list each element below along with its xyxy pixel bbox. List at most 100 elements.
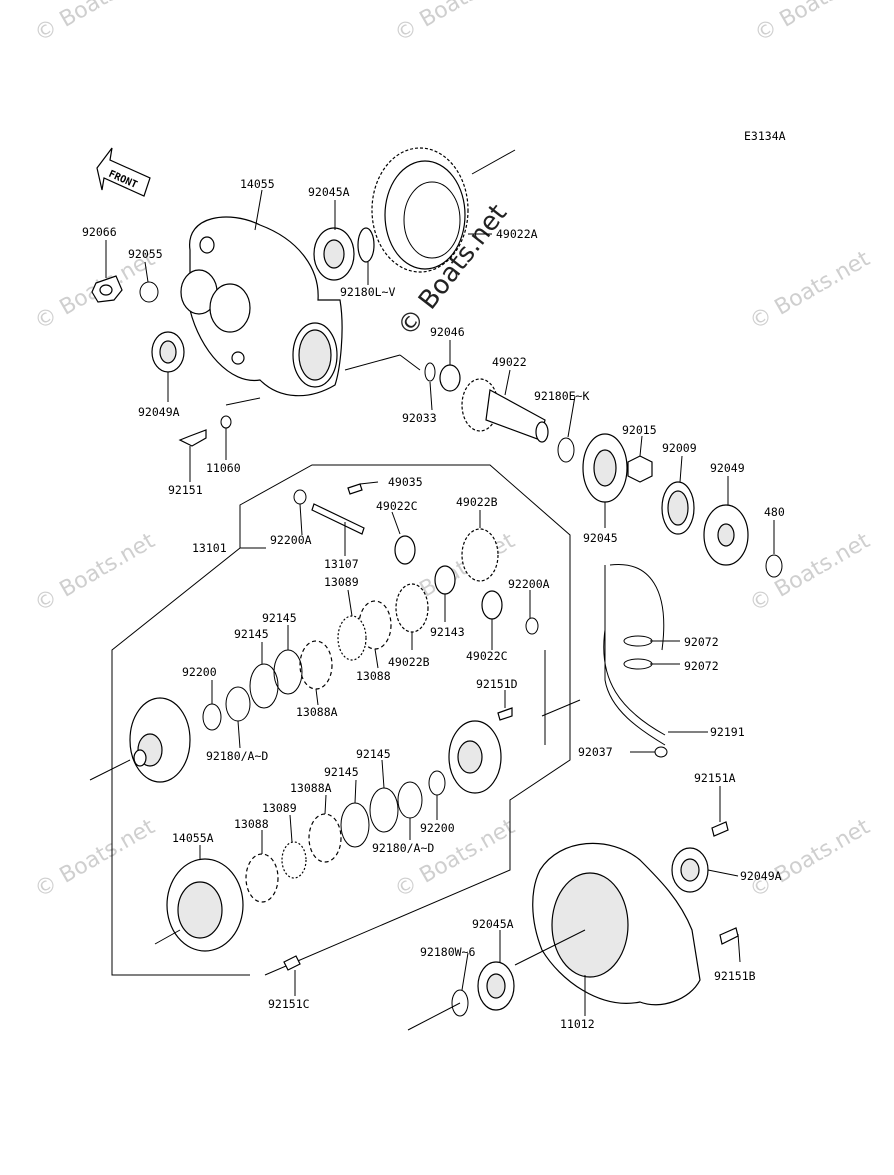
diff-case-right [448,720,502,794]
washer-92145-b [249,663,279,709]
callout-label: 92145 [324,765,359,779]
callout-label: 92200 [182,665,217,679]
watermark: © Boats.net [31,528,160,617]
washer-11060 [220,415,232,429]
callout-label: 92180L~V [340,285,395,299]
housing-14055 [180,216,343,397]
washer-92200 [202,703,222,731]
pinion-gear-49022C [394,535,416,565]
callout-label: 13088 [356,669,391,683]
shaft-13107 [311,503,365,535]
oring-92055 [139,281,159,303]
bolt-92151D [497,707,513,721]
pinion-49022 [461,378,549,443]
watermark: © Boats.net [751,0,880,47]
leader-lines [89,149,775,1031]
callout-label: 92180/A~D [206,749,268,763]
callout-label: 49022B [456,495,498,509]
callout-label: 92045A [308,185,350,199]
callout-label: 92200 [420,821,455,835]
side-gear-49022B-lower [395,583,429,633]
seal-92049A-lower [671,847,709,893]
callout-label: 11060 [206,461,241,475]
watermark: © Boats.net [746,246,875,335]
callout-label: 92072 [684,659,719,673]
pinion-gear-49022C-lower [481,590,503,620]
callout-label: 92151C [268,997,310,1011]
callout-label: 92200A [508,577,550,591]
callout-label: 92145 [234,627,269,641]
watermark: © Boats.net [31,814,160,903]
callout-label: 92151D [476,677,518,691]
shim-92180W-6 [451,989,469,1017]
pin-49035 [347,483,363,495]
callout-label: 92009 [662,441,697,455]
diff-case-left [129,697,191,783]
carrier-housing-11012 [532,842,701,1006]
callout-label: 49022B [388,655,430,669]
spacer-92143 [434,565,456,595]
washer-92200A-right [525,617,539,635]
bolt-92151A [711,821,729,837]
callout-label: 92033 [402,411,437,425]
bearing-92009 [661,481,695,535]
callout-labels: 14055 92045A 49022A 92066 92055 92180L~V… [82,177,785,1031]
front-arrow-icon: FRONT [96,147,151,197]
callout-label: 14055 [240,177,275,191]
callout-label: 92045A [472,917,514,931]
callout-label: 92037 [578,745,613,759]
callout-label: 92049 [710,461,745,475]
shim-92180-A-D [225,686,251,722]
callout-label: 49022 [492,355,527,369]
friction-13088A [299,640,333,690]
clamp-92072-b [623,658,653,670]
callout-label: 92180E~K [534,389,589,403]
friction-13088-lower [245,853,279,903]
callout-label: 92200A [270,533,312,547]
shim-92180-lower [397,781,423,819]
callout-label: 92045 [583,531,618,545]
washer-92200-lower [428,770,446,796]
callout-label: 92151A [694,771,736,785]
bolt-92151C [283,955,301,971]
callout-label: 92143 [430,625,465,639]
callout-label: 92180W~6 [420,945,475,959]
plate-13089-lower [281,841,307,879]
callout-label: 92066 [82,225,117,239]
watermark: © Boats.net [746,528,875,617]
callout-label: 92072 [684,635,719,649]
callout-label: 92049A [138,405,180,419]
callout-label: 92046 [430,325,465,339]
ring-gear-49022A [371,147,469,273]
callout-label: 92151B [714,969,756,983]
watermark: © Boats.net [746,814,875,903]
bearing-92045 [582,433,628,503]
callout-label: 92015 [622,423,657,437]
diagram-code: E3134A [744,129,786,143]
watermark: © Boats.net [31,0,160,47]
callout-label: 13089 [262,801,297,815]
seal-92049 [703,504,749,566]
seal-92049A [151,331,185,373]
vent-hose-92191 [604,565,666,746]
group-frames [111,464,571,976]
callout-label: 13088A [296,705,338,719]
washer-92145-lower-b [340,802,370,848]
callout-label: 92180/A~D [372,841,434,855]
callout-label: 13088A [290,781,332,795]
callout-label: 49022A [496,227,538,241]
bearing-92045A [313,227,375,281]
callout-label: 13089 [324,575,359,589]
circlip-92033 [424,362,436,382]
bearing-92045A-lower [477,961,515,1011]
callout-label: 480 [764,505,785,519]
cover-14055A [166,858,244,952]
circlip-480 [765,554,783,578]
washer-92200A [293,489,307,505]
callout-label: 49035 [388,475,423,489]
plug-92066 [91,275,123,303]
callout-label: 13107 [324,557,359,571]
friction-13088A-lower [308,813,342,863]
